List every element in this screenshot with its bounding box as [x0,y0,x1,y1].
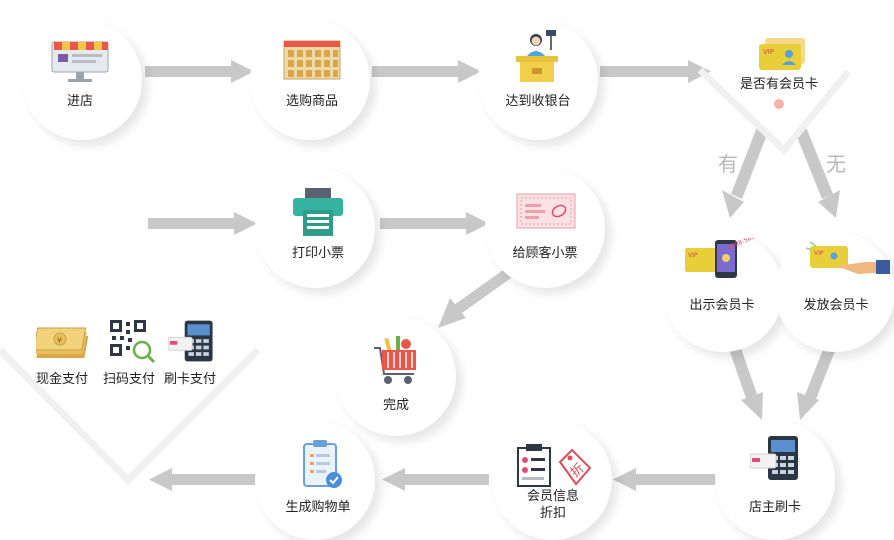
vip-card-icon: VIP [759,38,805,70]
svg-text:VIP: VIP [688,252,698,259]
arrow-member-to-list [382,468,489,491]
label-member-info-line1: 会员信息 [526,489,579,504]
node-member-info [492,420,612,540]
card-payment-pos-icon [168,320,213,362]
label-member-info-line2: 折扣 [539,506,566,521]
arrow-list-to-payment [149,468,260,491]
svg-text:VIP: VIP [814,250,824,257]
qr-code-icon [110,320,156,364]
label-generate-list: 生成购物单 [285,500,351,515]
branch-no-label: 无 [826,152,846,176]
label-has-member-card: 是否有会员卡 [739,77,818,92]
label-cash-payment: 现金支付 [36,372,89,387]
label-give-receipt: 给顾客小票 [512,246,578,261]
pos-terminal-icon [750,436,798,480]
label-owner-swipe: 店主刷卡 [748,500,801,515]
cash-icon: ¥ [36,327,89,358]
decision-outline [697,67,851,156]
cart-icon [374,336,416,384]
label-issue-card: 发放会员卡 [803,298,869,313]
arrow-give-to-complete [438,268,514,328]
cashier-icon [516,30,558,82]
hand-card-icon: VIP [806,241,890,274]
shelf-icon [283,40,341,80]
node-select-goods [250,20,370,140]
payment-outline [0,347,261,485]
printer-icon [293,188,343,236]
arrow-yes-branch [722,127,768,218]
arrow-print-to-give [380,212,489,235]
label-card-payment: 刷卡支付 [164,372,217,387]
member-info-icon [517,444,551,487]
label-scan-payment: 扫码支付 [103,372,156,387]
label-reach-checkout: 达到收银台 [505,94,571,109]
label-print-receipt: 打印小票 [291,246,344,261]
storefront-icon [51,41,109,82]
label-show-card: 出示会员卡 [689,298,755,313]
label-enter-store: 进店 [66,94,93,109]
arrow-swipe-to-member [613,468,720,491]
label-complete: 完成 [382,398,409,413]
phone-card-icon: VIP 0888-5800 [685,238,755,278]
discount-tag-icon: 折 [558,448,592,486]
arrow-payment-to-print [148,212,257,235]
arrow-checkout-to-card [600,60,711,83]
vip-text: VIP [763,48,774,56]
currency-glyph: ¥ [57,336,62,345]
clipboard-icon [303,440,342,488]
arrow-no-branch [795,127,840,218]
decision-dot [774,99,784,109]
arrow-select-to-checkout [372,60,481,83]
label-select-goods: 选购商品 [285,94,338,109]
receipt-icon [516,193,576,229]
branch-yes-label: 有 [718,152,738,176]
label-member-info: 会员信息 折扣 [505,488,601,522]
arrow-enter-to-select [145,60,254,83]
